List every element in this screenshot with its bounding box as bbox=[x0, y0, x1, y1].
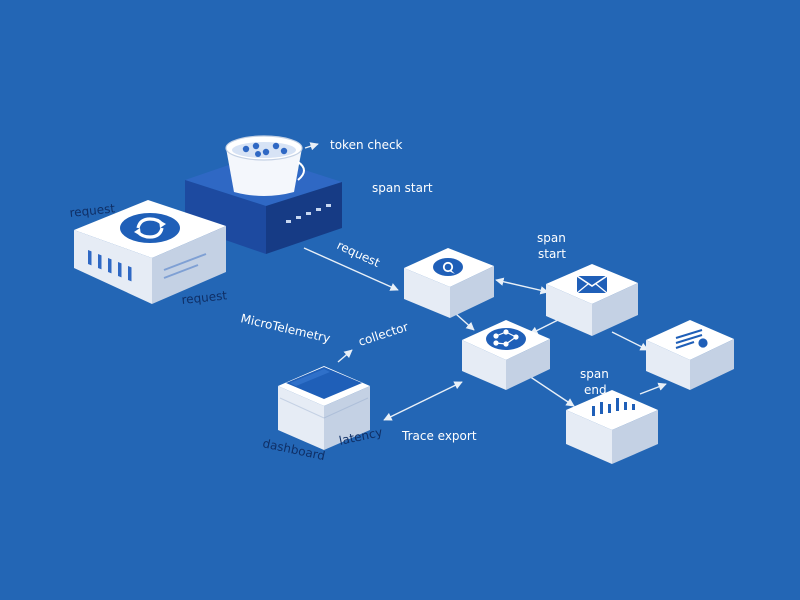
trace-export-label: Trace export bbox=[401, 429, 477, 443]
doc-gear-icon bbox=[675, 329, 708, 349]
span-start-right-label-line1: span bbox=[537, 231, 566, 245]
request-bottom-label: request bbox=[181, 288, 228, 307]
arrow-chart-to-store bbox=[639, 382, 667, 395]
span-start-right-label-line2: start bbox=[538, 247, 566, 261]
gateway-vents bbox=[88, 249, 132, 282]
trace-store-cube[interactable] bbox=[646, 320, 734, 390]
token-check-label: token check bbox=[330, 138, 403, 152]
token-bucket-icon bbox=[225, 135, 305, 196]
chart-cube[interactable] bbox=[566, 390, 658, 464]
arrow-microtelemetry-to-collector bbox=[337, 349, 353, 363]
service-b-cube[interactable] bbox=[546, 264, 638, 336]
span-end-label-line1: span bbox=[580, 367, 609, 381]
span-end-label-line2: end bbox=[584, 383, 607, 397]
envelope-icon bbox=[576, 275, 608, 294]
chat-icon bbox=[433, 258, 463, 276]
refresh-icon bbox=[120, 213, 180, 243]
arrow-service-a-to-collector bbox=[455, 313, 475, 331]
arrow-collector-to-dashboard bbox=[383, 381, 463, 421]
bar-chart-icon bbox=[592, 398, 635, 416]
flow-nodes-icon bbox=[486, 328, 526, 350]
span-start-top-label: span start bbox=[372, 181, 433, 195]
gateway-panel-lines bbox=[163, 253, 207, 279]
screen-icon bbox=[286, 367, 362, 399]
connectors bbox=[211, 142, 667, 421]
microtelemetry-label: MicroTelemetry bbox=[239, 311, 331, 345]
arrow-service-a-to-service-b bbox=[495, 277, 549, 295]
collector-label: collector bbox=[357, 320, 410, 349]
request-top-label: request bbox=[69, 201, 116, 220]
arrow-bucket-to-token-check bbox=[304, 142, 319, 151]
arrow-rate-limiter-to-service-a bbox=[303, 247, 399, 291]
arrow-service-b-to-collector bbox=[529, 319, 559, 335]
arrow-service-b-to-store bbox=[611, 331, 649, 351]
rate-limiter-indicator-lights bbox=[286, 204, 331, 223]
